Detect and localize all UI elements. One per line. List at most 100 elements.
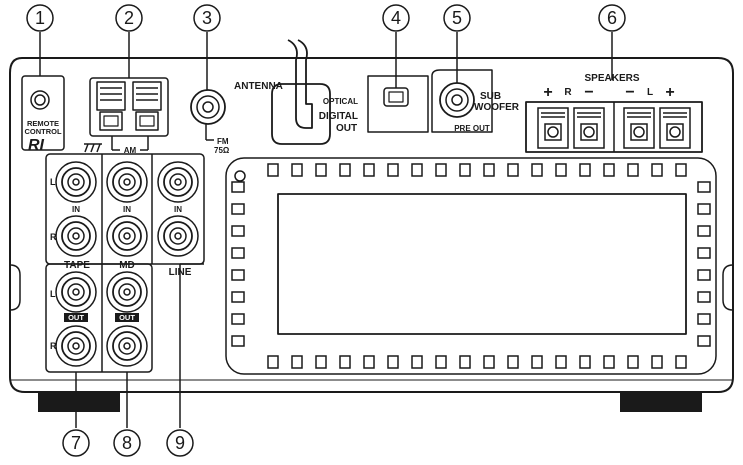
rca-jack-core xyxy=(169,227,187,245)
rca-jack-line-in-l xyxy=(157,161,199,203)
grille-tooth-left xyxy=(231,225,245,237)
grille-tooth-top xyxy=(267,163,279,177)
speaker-post-screw xyxy=(580,123,598,141)
callout-number-8: 8 xyxy=(122,433,132,453)
rca-jack-ring xyxy=(61,277,91,307)
optical-label: OPTICAL xyxy=(323,97,358,106)
screw-hole xyxy=(234,170,246,182)
grille-tooth-bottom xyxy=(651,355,663,369)
rca-jack-core xyxy=(169,173,187,191)
woofer-label: WOOFER xyxy=(474,102,520,113)
output-panel-frame xyxy=(45,263,153,373)
callout-number-7: 7 xyxy=(71,433,81,453)
remote-jack-outer xyxy=(30,90,50,110)
rca-jack-md-in-l xyxy=(106,161,148,203)
tape-out-label: OUT xyxy=(68,313,84,322)
grille-tooth-left xyxy=(231,291,245,303)
grille-tooth-bottom xyxy=(627,355,639,369)
grille-tooth-bottom xyxy=(459,355,471,369)
pre-out-label: PRE OUT xyxy=(454,124,490,133)
rca-jack-pin xyxy=(72,342,80,350)
grille-tooth-top xyxy=(387,163,399,177)
optical-port xyxy=(383,87,409,107)
rca-jack-md-in-r xyxy=(106,215,148,257)
callout-number-9: 9 xyxy=(175,433,185,453)
md-out-label: OUT xyxy=(119,313,135,322)
callout-number-4: 4 xyxy=(391,8,401,28)
grille-tooth-top xyxy=(459,163,471,177)
channel-r-in-label: R xyxy=(50,232,57,242)
right-side-tab xyxy=(722,264,734,311)
chassis-outline xyxy=(9,57,734,393)
digital-label: DIGITAL xyxy=(319,111,358,122)
grille-tooth-top xyxy=(555,163,567,177)
right-foot xyxy=(620,392,702,412)
subwoofer-jack-outer xyxy=(439,82,475,118)
rca-jack-ring xyxy=(112,221,142,251)
cable-clamp xyxy=(271,83,331,145)
rca-jack-ring xyxy=(112,277,142,307)
rca-jack-line-in-r xyxy=(157,215,199,257)
rca-jack-pin xyxy=(72,232,80,240)
digital-out-label: OUT xyxy=(336,123,357,134)
subwoofer-box xyxy=(431,69,493,133)
callout-number-5: 5 xyxy=(452,8,462,28)
rca-jack-ring xyxy=(61,331,91,361)
rca-jack-pin xyxy=(123,232,131,240)
rca-jack-pin xyxy=(72,288,80,296)
grille-tooth-top xyxy=(291,163,303,177)
callout-circle-4 xyxy=(382,4,410,32)
grille-tooth-right xyxy=(697,225,711,237)
tape-in-label: IN xyxy=(72,205,80,214)
ri-logo: RI xyxy=(28,137,45,154)
grille-tooth-left xyxy=(231,181,245,193)
grille-tooth-left xyxy=(231,203,245,215)
grille-tooth-top xyxy=(435,163,447,177)
grille-tooth-right xyxy=(697,181,711,193)
grille-tooth-bottom xyxy=(387,355,399,369)
speaker-post-1 xyxy=(537,107,569,149)
sub-label: SUB xyxy=(480,91,501,102)
callout-circle-7 xyxy=(62,429,90,457)
line-label: LINE xyxy=(169,267,192,278)
cable xyxy=(287,39,313,129)
grille-tooth-top xyxy=(579,163,591,177)
speaker-post-hole xyxy=(633,126,645,138)
antenna-label: ANTENNA xyxy=(234,81,283,92)
grille-tooth-bottom xyxy=(579,355,591,369)
tape-out-badge xyxy=(64,313,88,322)
md-out-badge xyxy=(115,313,139,322)
speaker-minus-l: − xyxy=(625,84,634,101)
fm-ohm-label: 75Ω xyxy=(214,146,230,155)
speaker-post-screw xyxy=(630,123,648,141)
grille-tooth-top xyxy=(531,163,543,177)
rca-jack-tape-in-l xyxy=(55,161,97,203)
rca-jack-core xyxy=(67,173,85,191)
grille-tooth-top xyxy=(603,163,615,177)
callout-circle-2 xyxy=(115,4,143,32)
remote-control-label-2: CONTROL xyxy=(24,127,61,136)
grille-tooth-left xyxy=(231,247,245,259)
speakers-label: SPEAKERS xyxy=(584,73,639,84)
fm-jack-outer xyxy=(190,89,226,125)
rca-jack-core xyxy=(118,337,136,355)
rca-jack-pin xyxy=(123,178,131,186)
speaker-minus-r: − xyxy=(584,84,593,101)
rca-jack-tape-in-r xyxy=(55,215,97,257)
callout-number-2: 2 xyxy=(124,8,134,28)
grille-tooth-bottom xyxy=(411,355,423,369)
speaker-post-hole xyxy=(669,126,681,138)
fm-label: FM xyxy=(217,137,229,146)
channel-l-out-label: L xyxy=(50,289,56,299)
callout-number-3: 3 xyxy=(202,8,212,28)
remote-control-box xyxy=(21,75,65,151)
md-in-label: IN xyxy=(123,205,131,214)
remote-control-label-1: REMOTE xyxy=(27,119,59,128)
speaker-post-screw xyxy=(544,123,562,141)
grille-tooth-bottom xyxy=(531,355,543,369)
grille-tooth-top xyxy=(651,163,663,177)
rca-jack-md-out-r xyxy=(106,325,148,367)
speaker-post-2 xyxy=(573,107,605,149)
rca-jack-ring xyxy=(61,221,91,251)
